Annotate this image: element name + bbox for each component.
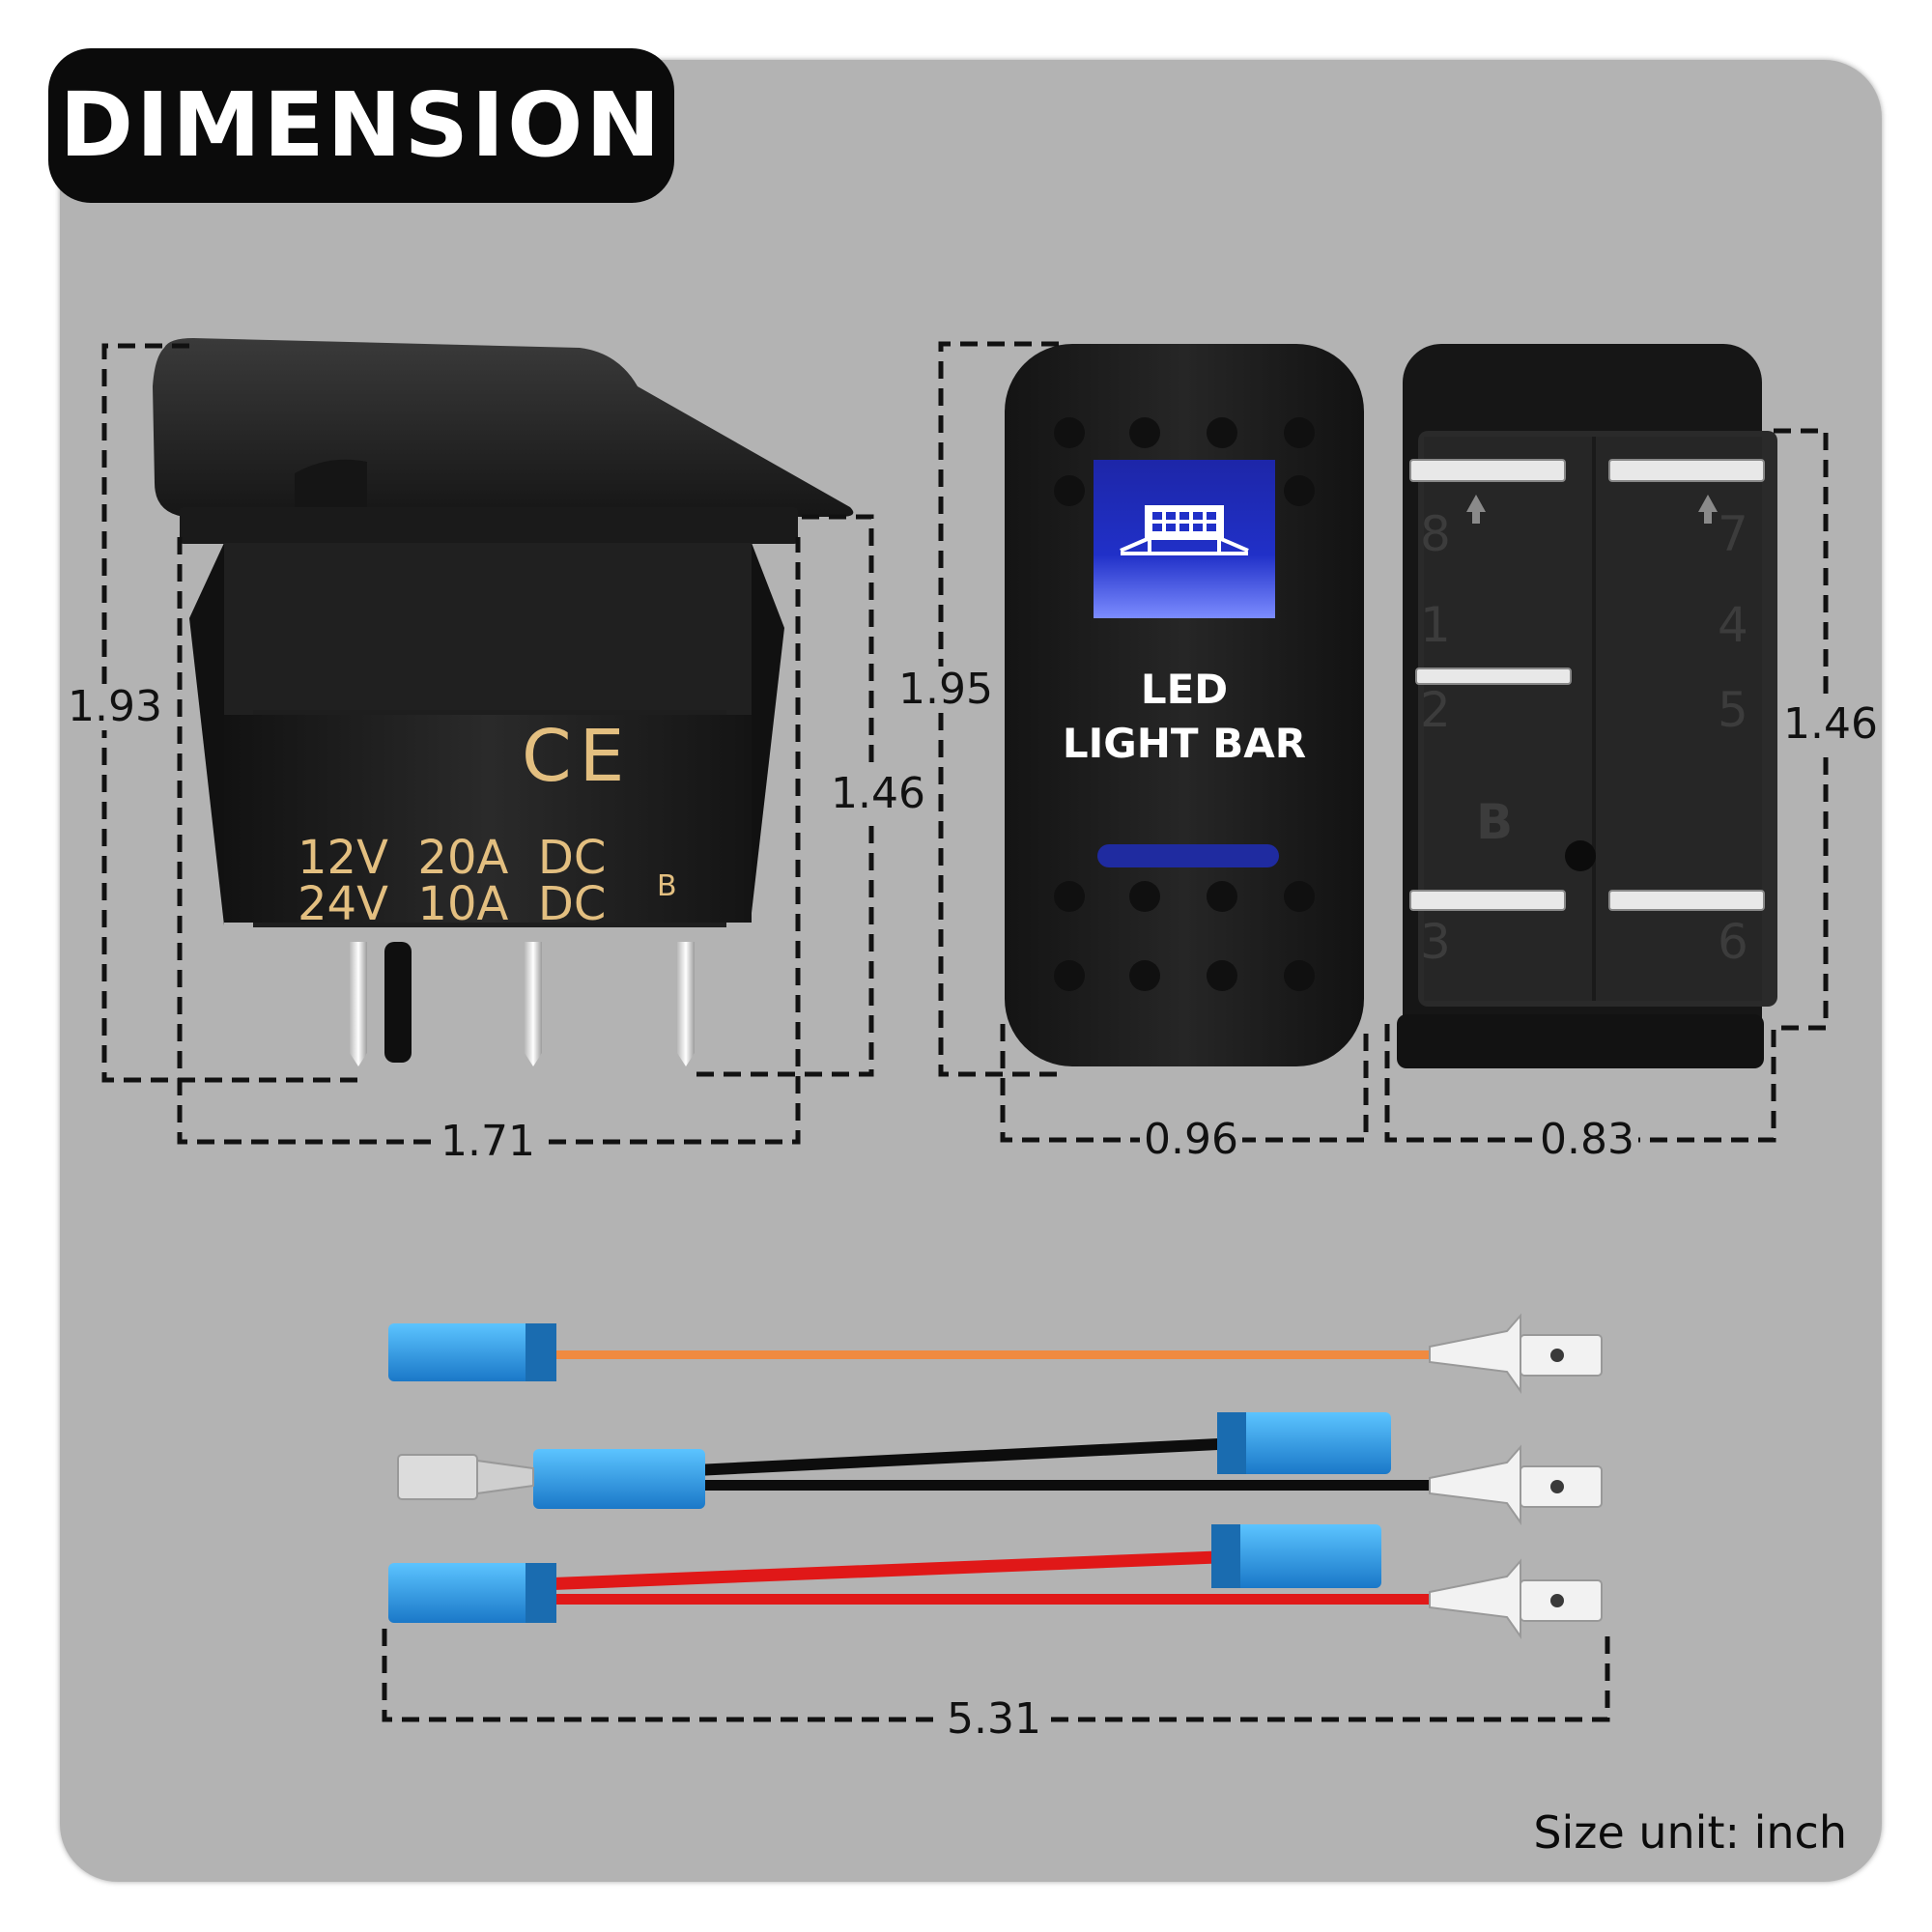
dim-harness-length: 5.31 xyxy=(943,1696,1045,1743)
orange-wire xyxy=(541,1350,1430,1359)
black-wire xyxy=(676,1480,1430,1491)
blue-connector xyxy=(388,1563,556,1623)
pin-label-8: 8 xyxy=(1420,506,1451,562)
dim-front-width: 0.96 xyxy=(1140,1117,1242,1163)
indicator-led xyxy=(1097,844,1279,867)
black-wire-jumper xyxy=(675,1437,1237,1477)
pin-label-4: 4 xyxy=(1718,597,1748,653)
silver-connector xyxy=(397,1454,534,1500)
dim-front-height: 1.95 xyxy=(895,667,997,713)
red-wire-jumper xyxy=(540,1550,1218,1591)
pin-label-7: 7 xyxy=(1718,506,1748,562)
pin-label-ground: B xyxy=(1476,794,1514,850)
pin-label-1: 1 xyxy=(1420,597,1451,653)
dim-side-width: 1.71 xyxy=(437,1119,539,1165)
ce-mark: CE xyxy=(522,715,633,798)
rocker-label-line2: LIGHT BAR xyxy=(1062,720,1307,767)
pin-label-5: 5 xyxy=(1718,682,1748,738)
title-badge: DIMENSION xyxy=(48,48,674,203)
dim-back-width: 0.83 xyxy=(1536,1117,1638,1163)
pin-label-3: 3 xyxy=(1420,914,1451,970)
pin-label-6: 6 xyxy=(1718,914,1748,970)
switch-side-view xyxy=(153,338,854,1066)
blue-connector xyxy=(388,1323,556,1381)
switch-front-view xyxy=(1005,344,1364,1066)
wiring-harness xyxy=(388,1313,1603,1640)
spade-terminal xyxy=(1429,1444,1603,1526)
rating-line-12v: 12V 20A DC xyxy=(298,831,607,885)
rocker-label-line1: LED xyxy=(1140,666,1229,713)
pin-label-2: 2 xyxy=(1420,682,1451,738)
dim-side-height: 1.93 xyxy=(64,684,166,730)
red-wire xyxy=(541,1594,1430,1605)
blue-connector xyxy=(1211,1524,1381,1588)
spade-terminal xyxy=(1429,1313,1603,1395)
blue-connector xyxy=(533,1449,705,1509)
dim-back-height: 1.46 xyxy=(1779,701,1882,748)
blue-connector xyxy=(1217,1412,1391,1474)
dim-body-height: 1.46 xyxy=(827,771,929,817)
page-title: DIMENSION xyxy=(59,73,664,177)
variant-mark: B xyxy=(657,869,677,903)
spade-terminal xyxy=(1429,1558,1603,1640)
switch-back-view xyxy=(1397,344,1777,1068)
size-unit-label: Size unit: inch xyxy=(1533,1806,1847,1859)
rating-line-24v: 24V 10A DC xyxy=(298,877,607,931)
